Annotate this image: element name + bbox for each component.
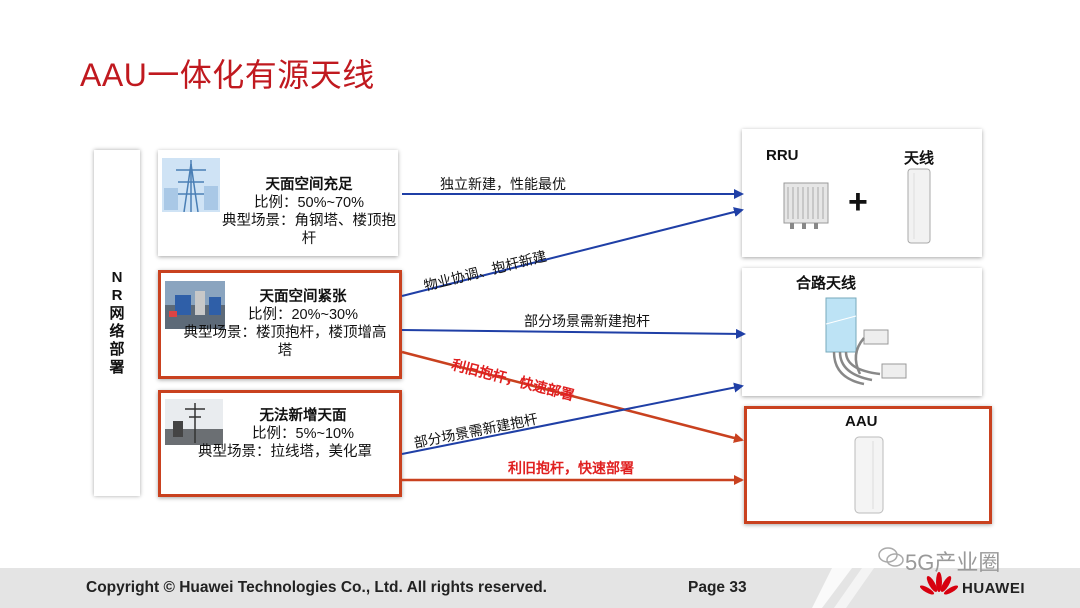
card-scene: 典型场景：楼顶抱杆，楼顶增高塔 [183,325,387,359]
card-scene: 典型场景：角钢塔、楼顶抱杆 [222,213,396,247]
copyright-text: Copyright © Huawei Technologies Co., Ltd… [86,579,547,596]
page-number: Page 33 [688,579,747,596]
footer-wave-decoration [812,568,874,608]
card-ratio: 比例：20%~30% [247,307,358,323]
pole-photo [165,399,223,445]
combined-antenna-label: 合路天线 [796,275,857,292]
panel-antenna-icon [907,168,931,244]
plus-icon: + [848,183,868,221]
card-text: 天面空间紧张 比例：20%~30% 典型场景：楼顶抱杆，楼顶增高塔 [173,288,397,360]
footer: Copyright © Huawei Technologies Co., Ltd… [0,568,1080,608]
scenario-card-sufficient: 天面空间充足 比例：50%~70% 典型场景：角钢塔、楼顶抱杆 [158,150,398,256]
card-heading: 无法新增天面 [259,408,347,424]
scenario-card-limited: 天面空间紧张 比例：20%~30% 典型场景：楼顶抱杆，楼顶增高塔 [158,270,402,379]
scenario-card-none: 无法新增天面 比例：5%~10% 典型场景：拉线塔，美化罩 [158,390,402,497]
antenna-label: 天线 [904,150,935,167]
page-title: AAU一体化有源天线 [80,57,375,93]
aau-device-icon [854,436,884,514]
combined-antenna-icon [825,297,907,386]
card-text: 天面空间充足 比例：50%~70% 典型场景：角钢塔、楼顶抱杆 [220,176,398,248]
target-aau: AAU [744,406,992,524]
arrow-label-independent: 独立新建，性能最优 [440,176,566,192]
card-scene: 典型场景：拉线塔，美化罩 [198,444,372,460]
arrow-limited-to-aau [401,350,744,443]
arrow-label-reuse-none: 利旧抱杆，快速部署 [508,460,634,476]
target-combined-antenna: 合路天线 [742,268,982,396]
tower-photo [162,158,220,212]
arrow-none-to-combined [401,382,744,455]
card-heading: 天面空间充足 [265,177,353,193]
arrow-limited-to-combined [401,328,746,339]
wechat-icon [878,547,904,567]
sidebar-nr-deployment: NR网络部署 [94,150,140,496]
target-rru-antenna: RRU 天线 + [742,129,982,257]
sidebar-label: NR网络部署 [109,269,125,376]
rru-label: RRU [766,147,799,164]
rru-device-icon [783,182,829,229]
arrow-label-partial-combined: 部分场景需新建抱杆 [524,313,650,329]
brand-text: HUAWEI [962,580,1025,597]
aau-label: AAU [845,413,878,430]
card-heading: 天面空间紧张 [259,289,347,305]
rooftop-photo [165,281,225,329]
card-ratio: 比例：50%~70% [253,195,364,211]
watermark-text: 5G产业圈 [905,550,1001,575]
huawei-logo-icon [920,572,958,595]
card-text: 无法新增天面 比例：5%~10% 典型场景：拉线塔，美化罩 [173,407,397,461]
arrow-limited-to-rru [401,207,744,297]
card-ratio: 比例：5%~10% [252,426,354,442]
